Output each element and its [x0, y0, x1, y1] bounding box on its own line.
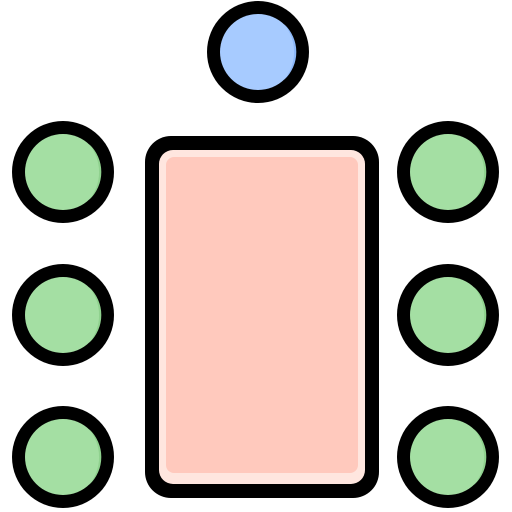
- head-seat-icon: [207, 1, 309, 103]
- left-seat-1-icon: [12, 121, 114, 223]
- table-icon: [145, 136, 379, 498]
- right-seat-3-icon: [397, 406, 499, 508]
- right-seat-2-icon: [397, 264, 499, 366]
- left-seat-3-icon: [12, 406, 114, 508]
- right-seat-1-icon: [397, 121, 499, 223]
- left-seat-2-icon: [12, 264, 114, 366]
